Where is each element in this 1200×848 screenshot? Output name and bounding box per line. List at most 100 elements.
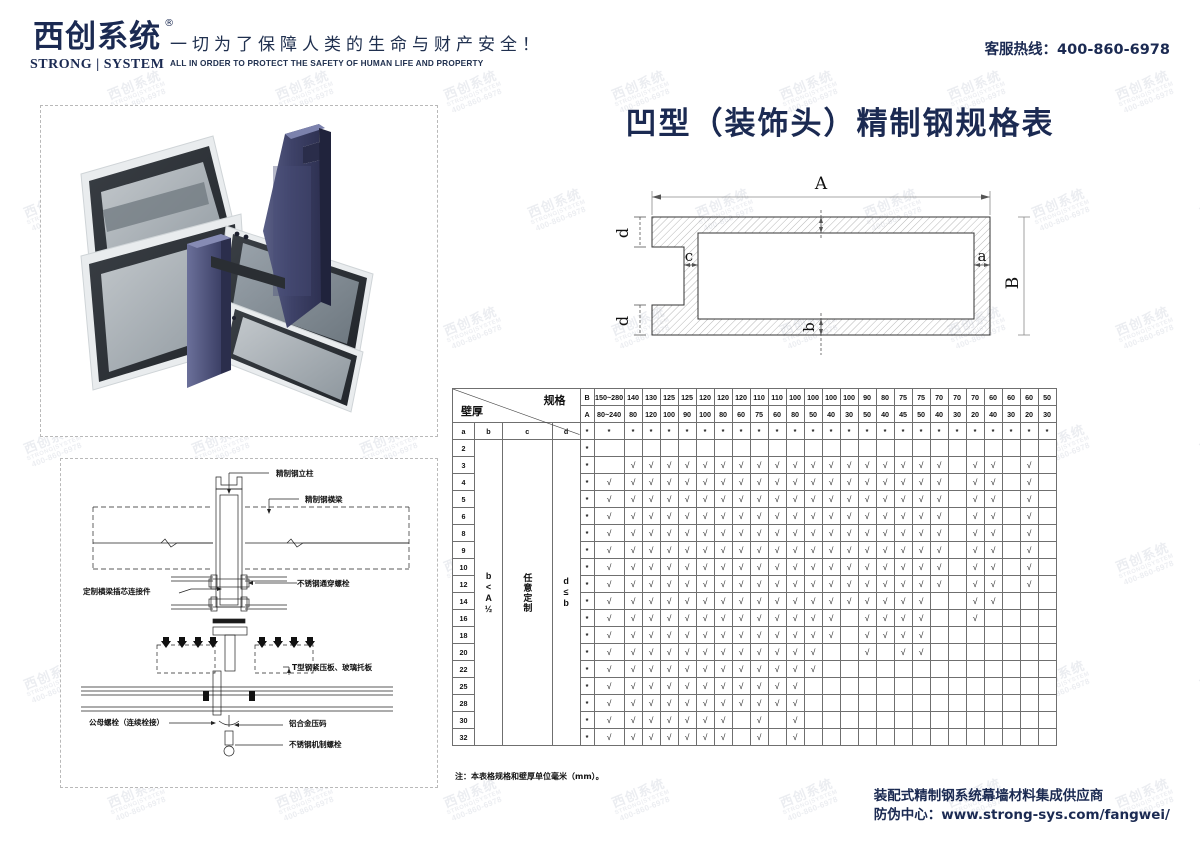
availability-check-cell[interactable]: √ (749, 558, 769, 576)
availability-empty-cell[interactable] (803, 728, 823, 746)
availability-check-cell[interactable]: √ (965, 592, 985, 610)
availability-check-cell[interactable]: √ (857, 575, 877, 593)
availability-check-cell[interactable]: √ (593, 473, 625, 491)
availability-empty-cell[interactable] (983, 660, 1003, 678)
availability-empty-cell[interactable] (749, 439, 769, 457)
availability-empty-cell[interactable] (1019, 677, 1039, 695)
availability-empty-cell[interactable] (983, 728, 1003, 746)
availability-empty-cell[interactable] (857, 711, 877, 729)
availability-empty-cell[interactable] (785, 439, 805, 457)
availability-empty-cell[interactable] (947, 541, 967, 559)
availability-check-cell[interactable]: √ (893, 473, 913, 491)
availability-check-cell[interactable]: √ (623, 541, 643, 559)
availability-check-cell[interactable]: √ (677, 490, 697, 508)
availability-check-cell[interactable]: √ (677, 541, 697, 559)
availability-check-cell[interactable]: √ (713, 473, 733, 491)
availability-empty-cell[interactable] (839, 711, 859, 729)
availability-check-cell[interactable]: √ (677, 592, 697, 610)
availability-empty-cell[interactable] (875, 728, 895, 746)
availability-check-cell[interactable]: √ (821, 626, 841, 644)
availability-check-cell[interactable]: √ (875, 524, 895, 542)
availability-empty-cell[interactable] (947, 524, 967, 542)
availability-check-cell[interactable]: √ (857, 558, 877, 576)
availability-check-cell[interactable]: √ (593, 558, 625, 576)
availability-check-cell[interactable]: √ (893, 541, 913, 559)
availability-empty-cell[interactable] (893, 677, 913, 695)
availability-empty-cell[interactable] (1037, 456, 1057, 474)
availability-check-cell[interactable]: √ (641, 473, 661, 491)
availability-check-cell[interactable]: √ (731, 541, 751, 559)
availability-check-cell[interactable]: √ (983, 524, 1003, 542)
row-label-a-thickness[interactable]: 8 (452, 524, 475, 542)
availability-check-cell[interactable]: √ (695, 507, 715, 525)
availability-check-cell[interactable]: √ (839, 592, 859, 610)
availability-empty-cell[interactable] (983, 694, 1003, 712)
availability-check-cell[interactable]: √ (659, 626, 679, 644)
availability-empty-cell[interactable] (1001, 473, 1021, 491)
availability-check-cell[interactable]: √ (821, 592, 841, 610)
availability-empty-cell[interactable] (821, 439, 841, 457)
availability-empty-cell[interactable] (731, 728, 751, 746)
availability-empty-cell[interactable] (983, 677, 1003, 695)
availability-check-cell[interactable]: √ (749, 711, 769, 729)
availability-empty-cell[interactable] (1019, 439, 1039, 457)
availability-check-cell[interactable]: √ (713, 456, 733, 474)
availability-check-cell[interactable]: √ (965, 456, 985, 474)
availability-empty-cell[interactable] (839, 439, 859, 457)
availability-check-cell[interactable]: √ (593, 728, 625, 746)
availability-check-cell[interactable]: √ (641, 456, 661, 474)
availability-check-cell[interactable]: √ (983, 592, 1003, 610)
availability-check-cell[interactable]: √ (695, 541, 715, 559)
availability-check-cell[interactable]: √ (641, 507, 661, 525)
availability-check-cell[interactable]: √ (659, 575, 679, 593)
availability-check-cell[interactable]: √ (659, 660, 679, 678)
availability-check-cell[interactable]: √ (641, 541, 661, 559)
availability-check-cell[interactable]: √ (803, 541, 823, 559)
availability-check-cell[interactable]: √ (785, 507, 805, 525)
availability-empty-cell[interactable] (893, 694, 913, 712)
availability-check-cell[interactable]: √ (965, 507, 985, 525)
availability-check-cell[interactable]: √ (911, 456, 931, 474)
availability-check-cell[interactable]: √ (695, 660, 715, 678)
availability-check-cell[interactable]: √ (659, 541, 679, 559)
availability-check-cell[interactable]: √ (875, 490, 895, 508)
availability-empty-cell[interactable] (911, 677, 931, 695)
availability-check-cell[interactable]: √ (677, 711, 697, 729)
availability-check-cell[interactable]: √ (749, 473, 769, 491)
availability-check-cell[interactable]: √ (911, 609, 931, 627)
availability-check-cell[interactable]: √ (767, 558, 787, 576)
availability-check-cell[interactable]: √ (731, 626, 751, 644)
availability-check-cell[interactable]: √ (713, 524, 733, 542)
availability-empty-cell[interactable] (965, 694, 985, 712)
availability-check-cell[interactable]: √ (731, 575, 751, 593)
availability-check-cell[interactable]: √ (803, 660, 823, 678)
availability-empty-cell[interactable] (821, 694, 841, 712)
availability-check-cell[interactable]: √ (677, 456, 697, 474)
availability-check-cell[interactable]: √ (1019, 524, 1039, 542)
availability-check-cell[interactable]: √ (1019, 507, 1039, 525)
availability-check-cell[interactable]: √ (983, 456, 1003, 474)
availability-check-cell[interactable]: √ (749, 728, 769, 746)
availability-empty-cell[interactable] (1019, 626, 1039, 644)
availability-check-cell[interactable]: √ (623, 626, 643, 644)
availability-check-cell[interactable]: √ (593, 626, 625, 644)
availability-check-cell[interactable]: √ (749, 541, 769, 559)
availability-check-cell[interactable]: √ (839, 558, 859, 576)
availability-empty-cell[interactable] (965, 439, 985, 457)
availability-check-cell[interactable]: √ (911, 541, 931, 559)
availability-empty-cell[interactable] (1001, 728, 1021, 746)
availability-check-cell[interactable]: √ (965, 558, 985, 576)
availability-empty-cell[interactable] (965, 643, 985, 661)
availability-check-cell[interactable]: √ (641, 575, 661, 593)
availability-check-cell[interactable]: √ (593, 541, 625, 559)
availability-check-cell[interactable]: √ (695, 473, 715, 491)
availability-empty-cell[interactable] (929, 711, 949, 729)
row-label-a-thickness[interactable]: 20 (452, 643, 475, 661)
availability-empty-cell[interactable] (911, 439, 931, 457)
availability-empty-cell[interactable] (965, 677, 985, 695)
availability-check-cell[interactable]: √ (713, 728, 733, 746)
availability-check-cell[interactable]: √ (749, 524, 769, 542)
availability-check-cell[interactable]: √ (803, 626, 823, 644)
availability-check-cell[interactable]: √ (857, 643, 877, 661)
availability-check-cell[interactable]: √ (731, 490, 751, 508)
